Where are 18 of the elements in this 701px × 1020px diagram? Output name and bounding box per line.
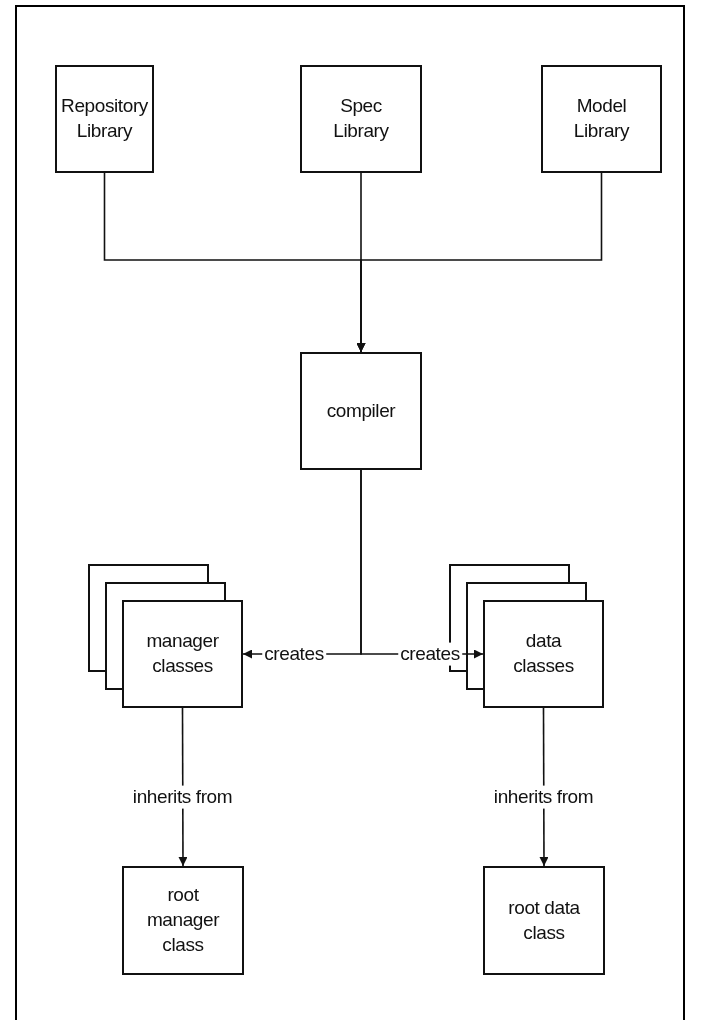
box-label: Spec Library (332, 94, 390, 143)
box-label: compiler (326, 398, 396, 423)
process-box (55, 65, 154, 173)
box-label: root data class (507, 895, 581, 945)
arrow (356, 172, 603, 353)
process-box (122, 600, 243, 708)
box-label: Model Library (572, 94, 631, 143)
box-label: data classes (512, 629, 575, 678)
process-box (300, 65, 422, 173)
process-box (541, 65, 662, 173)
process-box (483, 600, 604, 708)
process-box (122, 866, 244, 975)
edge-label: creates (398, 642, 462, 666)
box-label: root manager class (145, 883, 221, 957)
process-box (300, 352, 422, 470)
process-box (483, 866, 605, 975)
box-label: Repository Library (61, 94, 148, 143)
box-label: manager classes (145, 629, 220, 678)
